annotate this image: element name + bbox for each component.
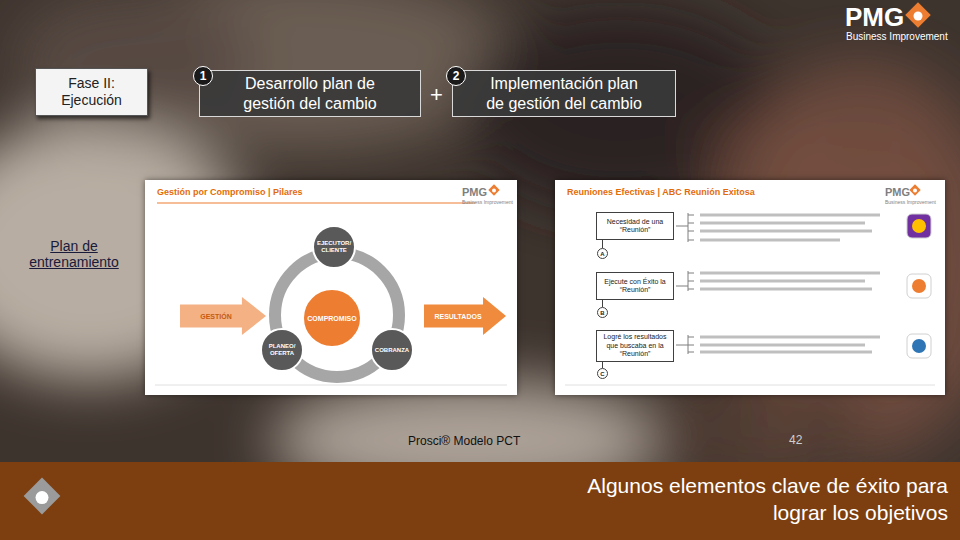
logo-icon <box>909 184 920 195</box>
text-line <box>700 280 865 283</box>
app-icon <box>907 214 931 238</box>
text-line <box>700 239 840 242</box>
logo-dot <box>913 188 917 192</box>
screenshot-panel: Gestión por Compromiso | PilaresEJECUTOR… <box>145 180 517 395</box>
step-number: 1 <box>193 66 213 86</box>
node-text: A <box>600 251 604 257</box>
screenshot-panel: Reuniones Efectivas | ABC Reunión Exitos… <box>555 180 945 395</box>
node-text: Necesidad de una “Reunión” <box>601 218 669 235</box>
logo-icon <box>905 2 930 27</box>
logo-dot <box>36 491 49 504</box>
bracket-tick <box>688 240 694 241</box>
app-icon-mark <box>912 219 926 233</box>
node-text: GESTIÓN <box>200 313 232 320</box>
pillar-circle: COBRANZA <box>370 328 414 372</box>
step-box: Implementación plan de gestión del cambi… <box>452 70 676 117</box>
node-text: COBRANZA <box>375 347 409 354</box>
step-box: Logré los resultados que buscaba en la “… <box>596 330 674 362</box>
logo-text: PMG <box>845 2 904 33</box>
logo-icon <box>24 478 61 515</box>
bracket-line <box>676 345 688 346</box>
bracket-line <box>688 213 689 242</box>
logo-tagline: Business Improvement <box>846 31 948 42</box>
text-line <box>700 272 880 275</box>
logo-dot <box>914 12 923 21</box>
bracket-tick <box>688 273 694 274</box>
footer-rule <box>155 385 507 386</box>
node-text: 1 <box>200 69 207 83</box>
letter-circle: A <box>597 248 608 259</box>
logo-text: PMG <box>462 186 487 198</box>
plus-sign: + <box>430 82 443 108</box>
node-text: EJECUTOR/ CLIENTE <box>317 240 351 254</box>
node-text: RESULTADOS <box>434 313 481 320</box>
node-text: Reuniones Efectivas | ABC Reunión Exitos… <box>567 187 933 197</box>
logo-tagline: Business Improvement <box>462 199 513 205</box>
bracket-tick <box>688 345 694 346</box>
step-box: Ejecute con Éxito la “Reunión” <box>596 272 674 300</box>
bracket-tick <box>688 289 694 290</box>
step-box: Desarrollo plan de gestión del cambio <box>199 70 421 117</box>
logo-tagline: Business Improvement <box>885 199 936 205</box>
text-line <box>700 344 865 347</box>
text-line <box>700 288 872 291</box>
logo-diamond <box>24 478 61 515</box>
model-label: Prosci® Modelo PCT <box>408 434 520 448</box>
side-label: Plan de entrenamiento <box>14 238 134 270</box>
bracket-tick <box>688 223 694 224</box>
logo-icon <box>488 184 499 195</box>
node-text: Gestión por Compromiso | Pilares <box>157 187 505 197</box>
node-text: Algunos elementos clave de éxito para lo… <box>583 472 948 527</box>
bracket-tick <box>688 352 694 353</box>
logo-dot <box>492 188 496 192</box>
core-circle: COMPROMISO <box>302 288 362 348</box>
arrow-shape <box>424 297 506 335</box>
step-number: 2 <box>446 66 466 86</box>
app-icon-mark <box>912 339 926 353</box>
bracket-line <box>676 226 688 227</box>
phase-box: Fase II: Ejecución <box>35 68 148 116</box>
pillar-circle: EJECUTOR/ CLIENTE <box>312 225 356 269</box>
node-text: COMPROMISO <box>307 315 356 322</box>
bracket-tick <box>688 281 694 282</box>
text-line <box>700 214 880 217</box>
footer-rule <box>565 385 935 386</box>
bracket-tick <box>688 215 694 216</box>
app-icon-mark <box>912 279 926 293</box>
node-text: Logré los resultados que buscaba en la “… <box>601 333 669 358</box>
node-text: PLANEO/ OFERTA <box>265 343 299 357</box>
page-number: 42 <box>789 433 802 447</box>
node-text: Fase II: Ejecución <box>46 75 137 110</box>
input-arrow: GESTIÓN <box>180 297 266 335</box>
logo-diamond <box>909 184 920 195</box>
node-text: Implementación plan de gestión del cambi… <box>482 74 647 112</box>
arrow-shape <box>180 297 266 335</box>
pillar-circle: PLANEO/ OFERTA <box>260 328 304 372</box>
node-text: Ejecute con Éxito la “Reunión” <box>601 278 669 295</box>
bracket-line <box>676 286 688 287</box>
letter-circle: B <box>597 307 608 318</box>
bracket-tick <box>688 337 694 338</box>
node-text: Desarrollo plan de gestión del cambio <box>228 74 393 112</box>
text-line <box>700 351 872 354</box>
letter-circle: C <box>597 368 608 379</box>
footer-band: Algunos elementos clave de éxito para lo… <box>0 462 960 540</box>
logo-diamond <box>905 2 930 27</box>
heading-rule <box>157 203 475 204</box>
bracket-tick <box>688 231 694 232</box>
text-line <box>700 230 872 233</box>
app-icon <box>907 274 931 298</box>
text-line <box>700 222 865 225</box>
logo-text: PMG <box>885 186 910 198</box>
text-line <box>700 336 880 339</box>
step-box: Necesidad de una “Reunión” <box>596 212 674 240</box>
panel-art <box>0 462 960 540</box>
logo-diamond <box>488 184 499 195</box>
app-icon <box>907 334 931 358</box>
output-arrow: RESULTADOS <box>424 297 506 335</box>
plaid-stripes <box>700 120 960 460</box>
node-text: B <box>600 310 604 316</box>
node-text: C <box>600 371 604 377</box>
node-text: 2 <box>453 69 460 83</box>
